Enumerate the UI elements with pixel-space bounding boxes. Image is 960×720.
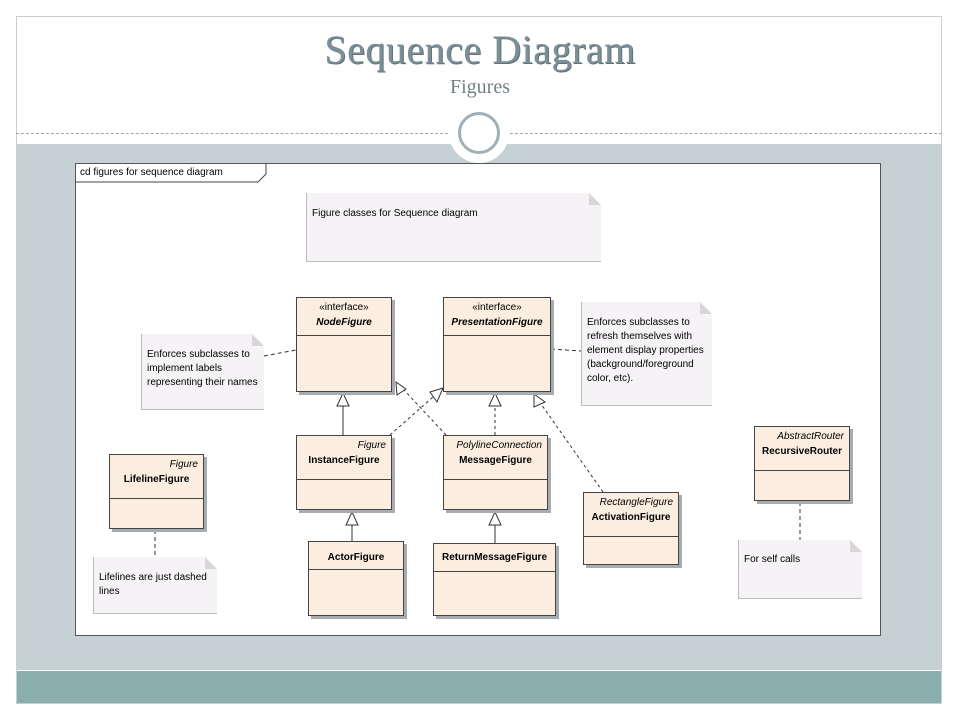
class-instance-figure: Figure InstanceFigure <box>296 435 392 510</box>
note-self-calls: For self calls <box>738 540 862 599</box>
class-parent: RectangleFigure <box>599 497 673 508</box>
frame-tab-outline <box>75 163 267 183</box>
realization-activation-presentation <box>540 403 604 493</box>
class-name: ReturnMessageFigure <box>441 552 548 563</box>
realization-message-node <box>403 389 447 436</box>
class-parent: PolylineConnection <box>456 440 542 451</box>
footer-bar <box>17 671 941 703</box>
arrowhead-instance-presentation <box>429 387 444 404</box>
arrowhead-message-presentation <box>488 391 502 407</box>
arrowhead-message-node <box>395 380 407 396</box>
class-activation-figure: RectangleFigure ActivationFigure <box>583 492 679 565</box>
arrowhead-instance-node <box>336 391 350 407</box>
class-node-figure: «interface» NodeFigure <box>296 297 392 392</box>
class-actor-figure: ActorFigure <box>308 541 404 616</box>
realization-instance-presentation <box>389 396 434 436</box>
note-figure-classes-text: Figure classes for Sequence diagram <box>312 208 478 219</box>
class-parent: Figure <box>357 440 386 451</box>
note-anchor-refresh <box>550 348 582 352</box>
note-figure-classes: Figure classes for Sequence diagram <box>306 193 601 262</box>
slide-frame <box>16 16 942 704</box>
class-message-figure: PolylineConnection MessageFigure <box>443 435 548 510</box>
class-name: MessageFigure <box>459 455 532 466</box>
class-stereotype: «interface» <box>472 302 522 313</box>
class-name: PresentationFigure <box>451 317 543 328</box>
slide-subtitle: Figures <box>450 76 510 98</box>
class-recursive-router: AbstractRouter RecursiveRouter <box>754 426 850 501</box>
class-name: ActorFigure <box>327 552 385 563</box>
class-return-message-figure: ReturnMessageFigure <box>433 543 556 616</box>
diagram-frame-label: cd figures for sequence diagram <box>80 167 223 178</box>
circle-ring-icon <box>458 112 500 154</box>
class-presentation-figure: «interface» PresentationFigure <box>443 297 551 392</box>
note-labels: Enforces subclasses to implement labels … <box>141 334 264 410</box>
class-name: InstanceFigure <box>308 455 380 466</box>
note-self-calls-text: For self calls <box>744 554 801 565</box>
note-lifelines-text: Lifelines are just dashed lines <box>99 572 207 597</box>
slide-title: Sequence Diagram <box>324 27 636 72</box>
arrowhead-return-message <box>488 510 502 526</box>
class-name: ActivationFigure <box>591 512 671 523</box>
note-lifelines: Lifelines are just dashed lines <box>93 557 217 614</box>
class-parent: Figure <box>169 459 198 470</box>
class-parent: AbstractRouter <box>777 431 844 442</box>
note-refresh-text: Enforces subclasses to refresh themselve… <box>587 317 704 384</box>
class-lifeline-figure: Figure LifelineFigure <box>109 454 204 529</box>
arrowhead-actor-instance <box>345 510 359 526</box>
note-anchor-labels <box>263 349 297 357</box>
class-name: RecursiveRouter <box>761 446 843 457</box>
class-name: LifelineFigure <box>123 474 190 485</box>
class-stereotype: «interface» <box>319 302 369 313</box>
arrowhead-activation-presentation <box>533 393 546 408</box>
class-name: NodeFigure <box>316 317 372 328</box>
note-refresh: Enforces subclasses to refresh themselve… <box>581 302 712 406</box>
note-labels-text: Enforces subclasses to implement labels … <box>147 349 258 388</box>
